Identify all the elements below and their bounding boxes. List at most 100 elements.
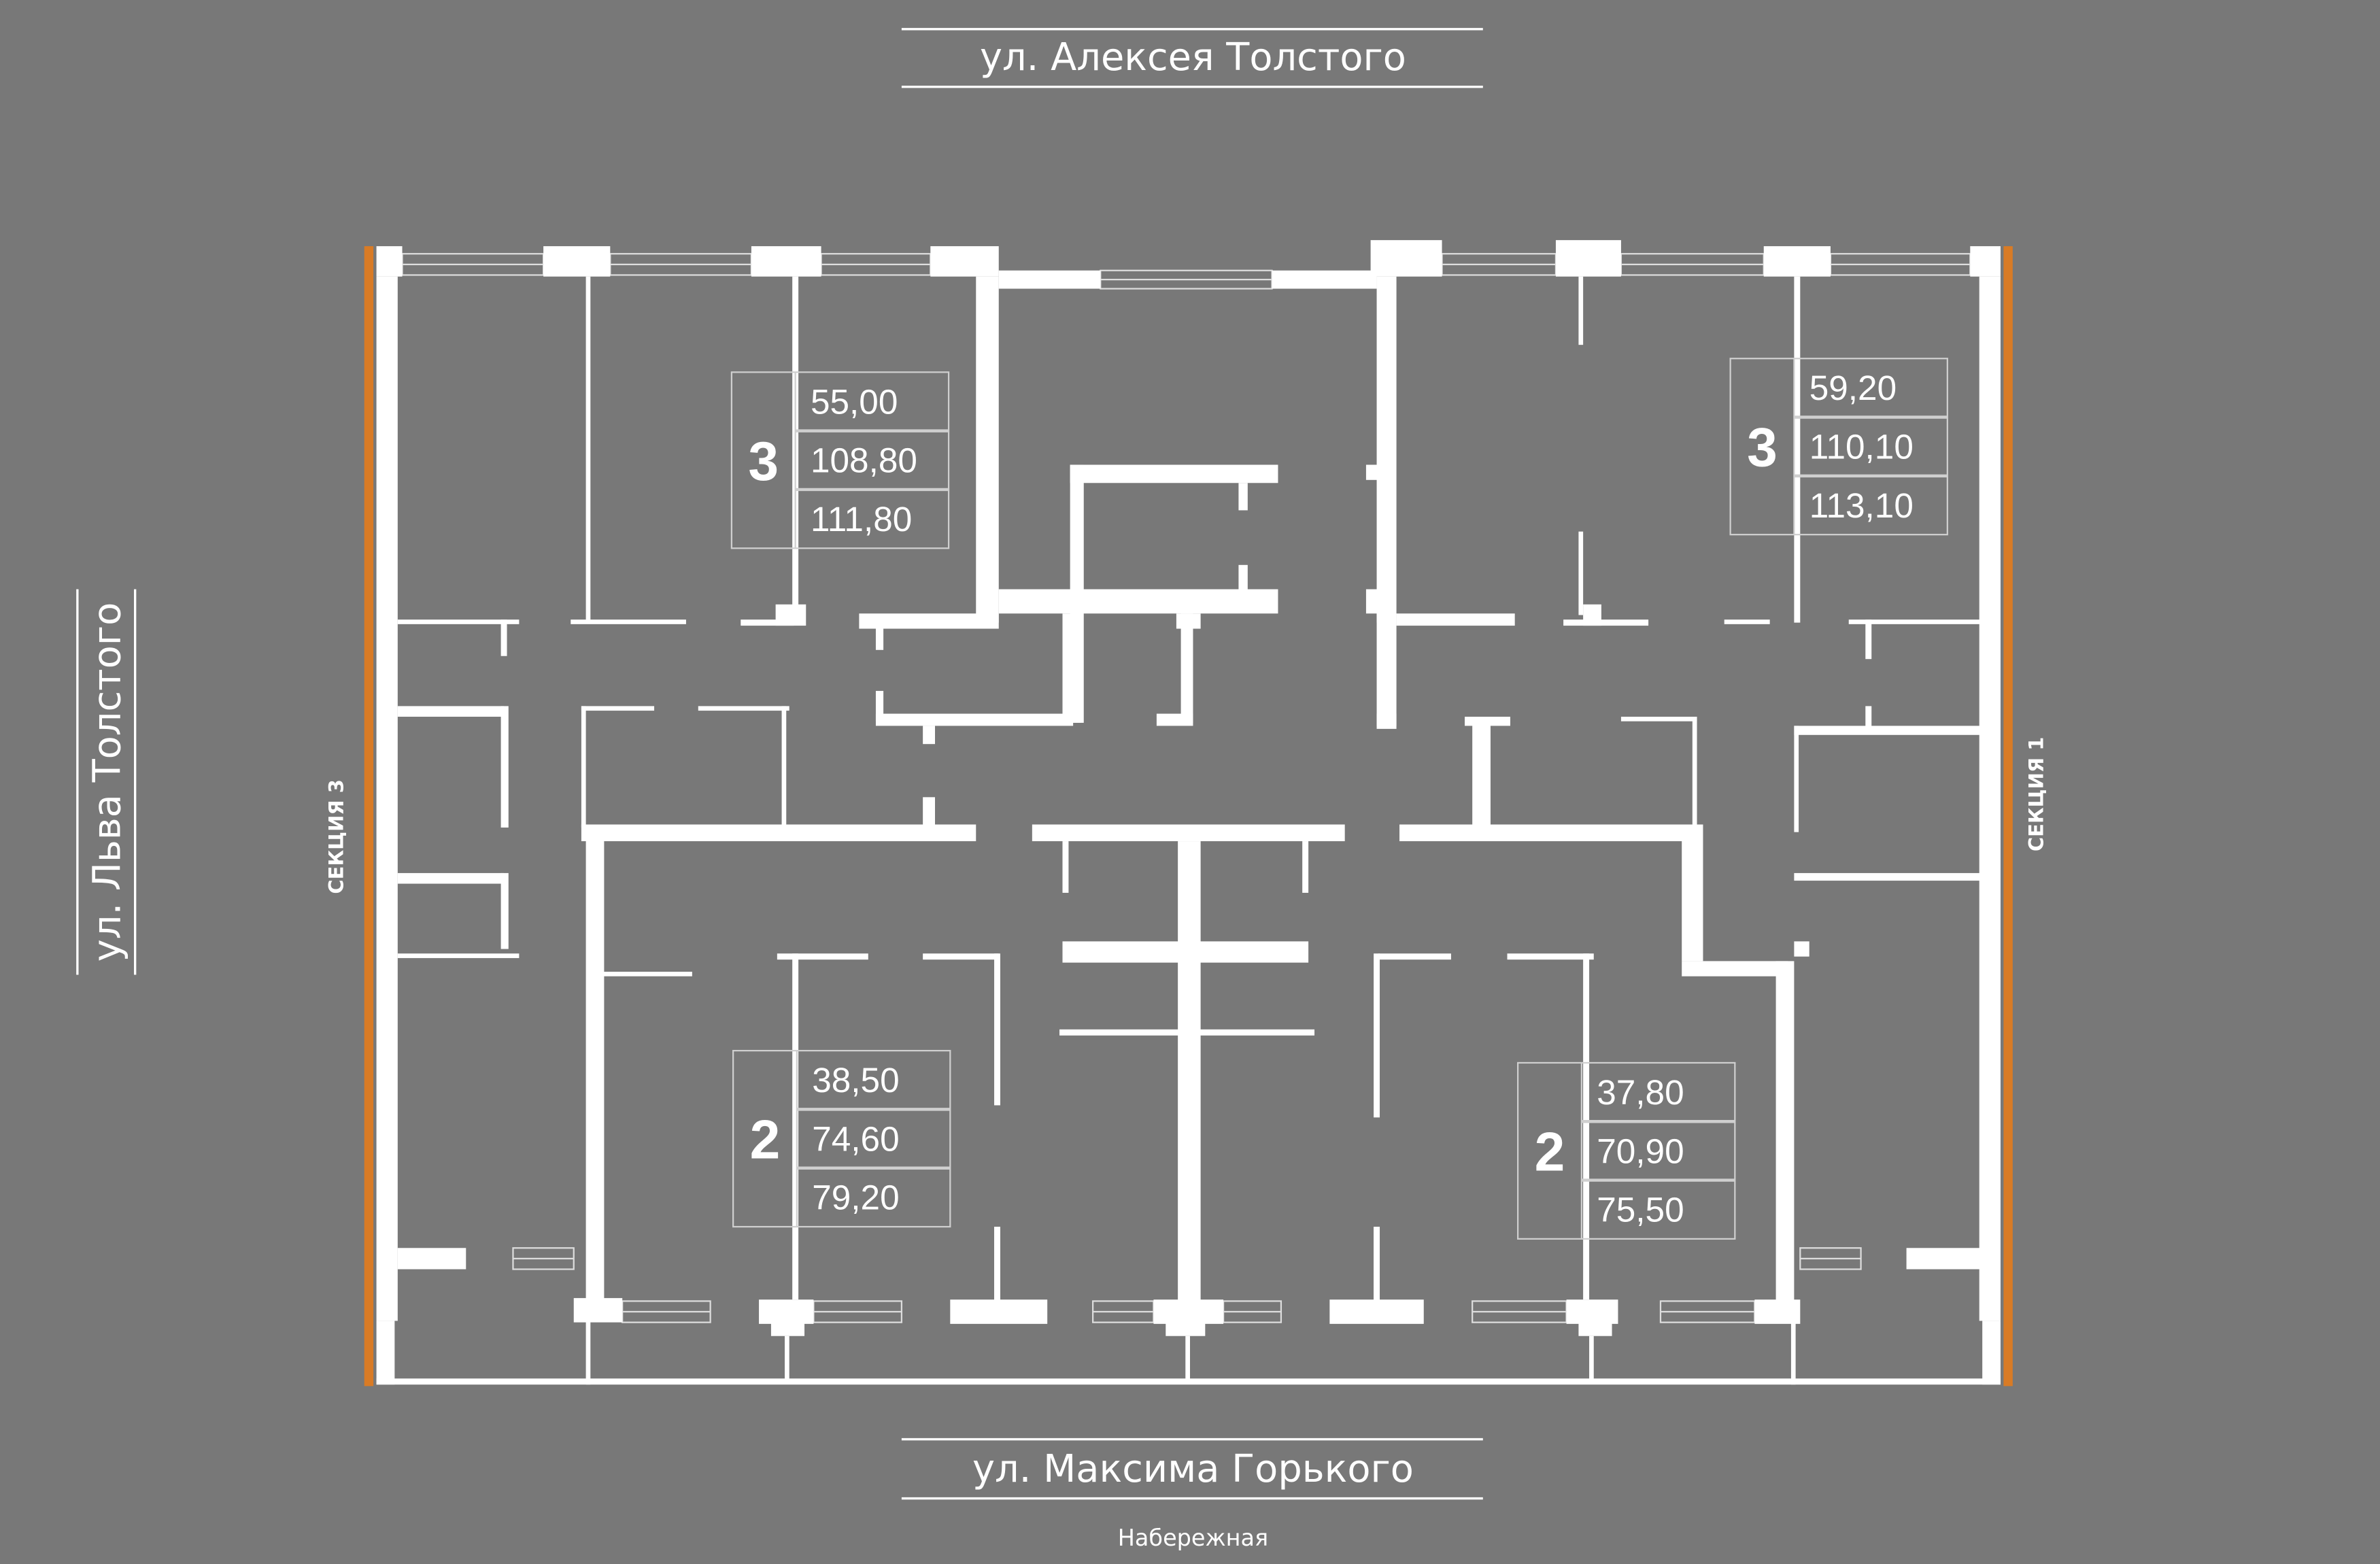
wall — [781, 706, 787, 831]
wall — [1682, 961, 1788, 976]
wall — [770, 1321, 805, 1336]
wall — [1848, 619, 1983, 624]
wall — [1329, 1299, 1424, 1324]
wall — [376, 1378, 2001, 1385]
wall — [1156, 713, 1193, 726]
wall — [1370, 240, 1442, 277]
wall — [1302, 841, 1309, 893]
wall — [600, 972, 692, 976]
wall — [1794, 726, 1799, 832]
walls — [376, 240, 2001, 1385]
wall — [923, 726, 935, 745]
wall — [397, 953, 520, 958]
wall — [585, 824, 605, 1321]
wall — [585, 276, 591, 623]
wall — [976, 276, 999, 623]
total-area-with-balcony: 75,50 — [1597, 1191, 1684, 1229]
wall — [1583, 604, 1601, 626]
wall — [1794, 276, 1801, 623]
total-area: 108,80 — [811, 441, 917, 480]
wall — [1794, 941, 1809, 957]
wall — [1790, 1321, 1796, 1385]
apartment-label-box — [730, 371, 950, 549]
wall — [950, 1299, 1048, 1324]
wall — [1272, 270, 1377, 289]
wall — [1692, 717, 1697, 826]
wall — [1238, 483, 1248, 511]
wall — [1794, 872, 1983, 881]
wall — [500, 706, 509, 828]
wall — [1032, 824, 1345, 842]
wall — [1238, 564, 1248, 592]
wall — [1153, 1299, 1224, 1324]
wall — [751, 246, 821, 277]
wall — [741, 619, 794, 626]
wall — [1378, 953, 1451, 960]
apartment-label-box — [732, 1049, 951, 1228]
wall — [994, 953, 1000, 1106]
total-area: 74,60 — [812, 1119, 899, 1158]
wall — [500, 872, 509, 949]
wall — [998, 270, 1101, 289]
wall — [1578, 276, 1584, 345]
wall — [1180, 613, 1193, 723]
wall — [376, 1321, 395, 1385]
wall — [1178, 841, 1201, 1321]
wall — [571, 619, 686, 624]
street-label-top: ул. Алексея Толстого — [901, 28, 1483, 88]
wall — [1374, 1227, 1380, 1303]
wall — [875, 619, 884, 650]
total-area-with-balcony: 111,80 — [811, 500, 912, 539]
wall — [859, 613, 999, 629]
wall — [923, 797, 935, 831]
wall — [1472, 717, 1491, 826]
section-border-left — [364, 246, 374, 1387]
wall — [1724, 619, 1770, 624]
wall — [1396, 613, 1515, 626]
wall — [1563, 619, 1649, 626]
apartment-label-box — [1517, 1061, 1736, 1240]
wall — [376, 276, 398, 1321]
wall — [875, 713, 1074, 726]
street-label-left: ул. Льва Толстого — [76, 589, 137, 975]
wall — [994, 1227, 1000, 1303]
embankment-label: Набережная — [1118, 1525, 1268, 1551]
room-count: 2 — [750, 1110, 781, 1171]
wall — [1682, 824, 1703, 962]
wall — [1062, 841, 1069, 893]
wall — [698, 706, 789, 711]
room-count: 2 — [1535, 1121, 1565, 1183]
wall — [1620, 717, 1697, 721]
wall — [573, 1297, 623, 1323]
street-name-top: ул. Алексея Толстого — [980, 35, 1406, 80]
wall — [1578, 1321, 1612, 1336]
section-3-label: СЕКЦИЯ 3 — [324, 779, 347, 894]
apartment-label-box — [1729, 358, 1948, 536]
wall — [543, 246, 611, 277]
wall — [1399, 824, 1697, 842]
wall — [581, 706, 586, 828]
wall — [1059, 1029, 1315, 1036]
wall — [1376, 613, 1397, 729]
wall — [397, 706, 505, 717]
wall — [1376, 276, 1397, 623]
apartment-labels: 355,00108,80111,80359,20110,10113,10238,… — [730, 358, 1948, 1240]
wall — [1566, 1299, 1618, 1324]
wall — [1982, 1321, 2001, 1385]
wall — [1794, 726, 1983, 735]
wall — [1578, 531, 1584, 615]
room-count: 3 — [748, 431, 779, 492]
wall — [998, 589, 1278, 614]
wall — [1906, 1248, 1983, 1270]
wall — [1062, 941, 1309, 963]
wall — [397, 619, 520, 624]
street-name-bottom: ул. Максима Горького — [972, 1447, 1414, 1491]
wall — [1365, 589, 1378, 614]
wall — [785, 1336, 789, 1382]
total-area-with-balcony: 79,20 — [812, 1178, 899, 1217]
